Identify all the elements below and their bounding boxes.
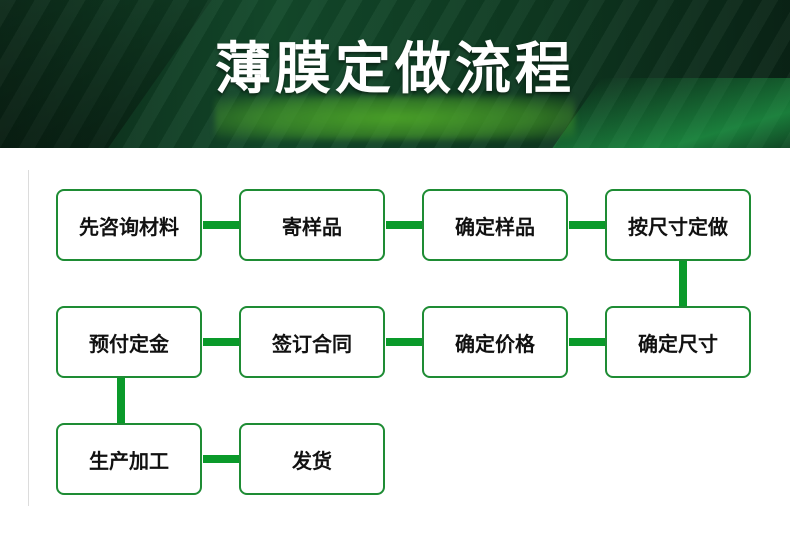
step-custom-by-size: 按尺寸定做 (605, 189, 751, 261)
step-production: 生产加工 (56, 423, 202, 495)
connector-3-4 (569, 221, 607, 229)
step-confirm-price: 确定价格 (422, 306, 568, 378)
frame-divider (28, 170, 29, 506)
step-shipping: 发货 (239, 423, 385, 495)
header-banner: 薄膜定做流程 (0, 0, 790, 148)
connector-4-5 (679, 260, 687, 308)
connector-2-3 (386, 221, 424, 229)
connector-7-8 (203, 338, 241, 346)
connector-6-7 (386, 338, 424, 346)
connector-8-9 (117, 378, 125, 424)
connector-5-6 (569, 338, 607, 346)
step-send-sample: 寄样品 (239, 189, 385, 261)
step-confirm-size: 确定尺寸 (605, 306, 751, 378)
connector-1-2 (203, 221, 241, 229)
step-confirm-sample: 确定样品 (422, 189, 568, 261)
step-consult-material: 先咨询材料 (56, 189, 202, 261)
step-pay-deposit: 预付定金 (56, 306, 202, 378)
connector-9-10 (203, 455, 241, 463)
page-title: 薄膜定做流程 (215, 37, 575, 102)
step-sign-contract: 签订合同 (239, 306, 385, 378)
blurred-contact-number (215, 96, 575, 140)
